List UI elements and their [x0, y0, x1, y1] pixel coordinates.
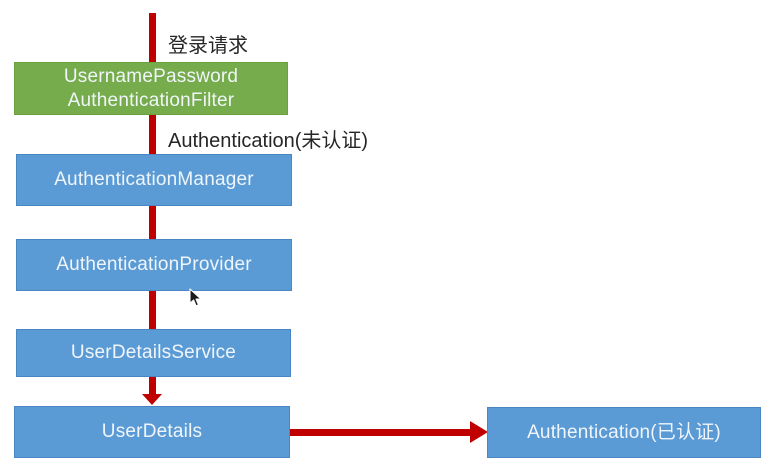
node-label: Authentication(已认证)	[527, 421, 721, 443]
node-label: AuthenticationProvider	[56, 254, 252, 275]
node-label: AuthenticationFilter	[67, 89, 235, 111]
node-label: UserDetailsService	[70, 342, 237, 363]
right-arrowhead-icon	[470, 421, 488, 443]
node-authentication-authenticated: Authentication(已认证)	[487, 407, 761, 458]
mouse-cursor-icon	[189, 288, 202, 307]
flow-line-userdetails-to-authenticated	[289, 429, 471, 436]
node-authentication-manager: AuthenticationManager	[16, 154, 292, 206]
node-label: UserDetails	[101, 421, 203, 442]
down-arrowhead-icon	[142, 394, 162, 405]
flow-line-filter-to-manager	[149, 115, 156, 155]
node-user-details: UserDetails	[14, 406, 290, 458]
node-authentication-provider: AuthenticationProvider	[16, 239, 292, 291]
node-label: UsernamePassword	[63, 65, 239, 87]
node-label: AuthenticationManager	[54, 169, 254, 190]
node-user-details-service: UserDetailsService	[16, 329, 291, 377]
flow-line-service-to-userdetails	[149, 377, 156, 395]
flow-line-provider-to-service	[149, 291, 156, 329]
flow-line-top-segment	[149, 13, 156, 62]
label-login-request: 登录请求	[168, 35, 248, 57]
label-authentication-unauthenticated: Authentication(未认证)	[168, 130, 369, 152]
node-username-password-authentication-filter: UsernamePassword AuthenticationFilter	[14, 62, 288, 115]
flow-line-manager-to-provider	[149, 206, 156, 240]
